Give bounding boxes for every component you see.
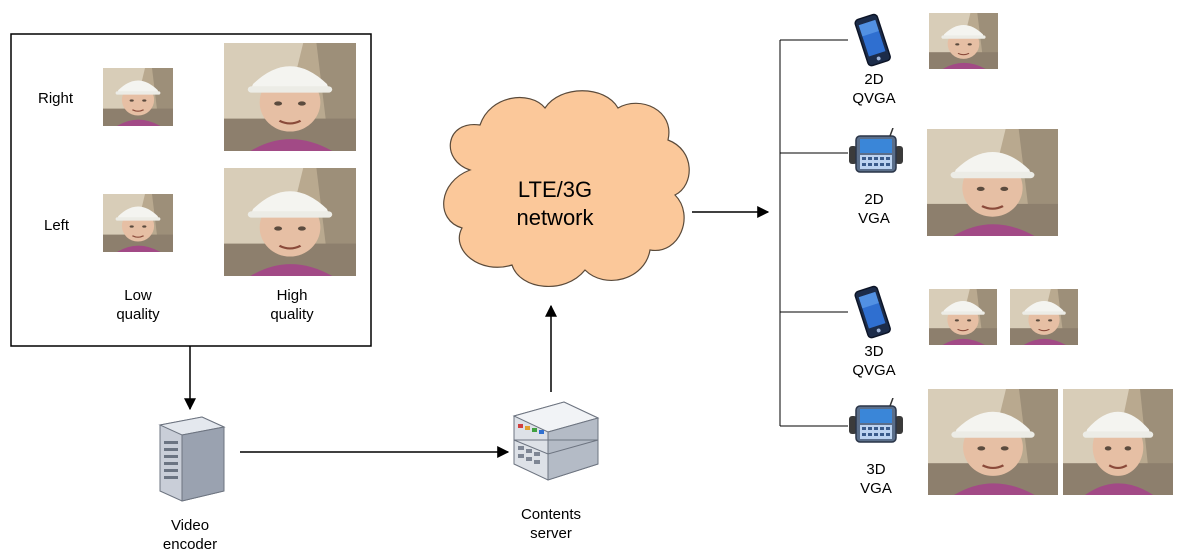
client-3d-vga-left-image (928, 389, 1058, 495)
client-3d-vga-label-line2: VGA (860, 480, 892, 497)
client-2d-qvga-label: 2D QVGA (842, 70, 906, 108)
row-label-left: Left (44, 217, 70, 234)
network-label-line2: network (516, 205, 594, 230)
video-encoder-icon (152, 413, 232, 503)
network-label: LTE/3G network (480, 176, 630, 232)
client-2d-vga-label-line2: VGA (858, 210, 890, 227)
client-2d-qvga-label-line1: 2D (864, 71, 884, 88)
contents-server-label-line2: server (530, 525, 572, 542)
right-low-quality-image (103, 68, 173, 126)
client-3d-qvga-label-line1: 3D (864, 343, 884, 360)
client-3d-vga-label: 3D VGA (846, 460, 906, 498)
video-encoder-label-line2: encoder (162, 536, 218, 553)
client-2d-vga-image (927, 129, 1058, 236)
client-distribution-bracket (779, 39, 848, 427)
client-2d-qvga-label-line2: QVGA (852, 90, 896, 107)
right-high-quality-image (224, 43, 356, 151)
column-label-high-quality: High quality (270, 287, 314, 323)
contents-server-label-line1: Contents (520, 506, 582, 523)
client-2d-vga-label: 2D VGA (844, 190, 904, 228)
client-3d-vga-right-image (1063, 389, 1173, 495)
row-label-right: Right (38, 90, 74, 107)
video-encoder-label-line1: Video (170, 517, 210, 534)
client-3d-qvga-right-image (1010, 289, 1078, 345)
video-encoder-label: Video encoder (142, 516, 238, 554)
network-label-line1: LTE/3G (517, 177, 593, 202)
column-label-low-quality: Low quality (116, 287, 160, 323)
left-high-quality-image (224, 168, 356, 276)
source-views-box (10, 33, 372, 347)
contents-server-icon (510, 396, 600, 484)
handheld-keyboard-device-icon (846, 128, 906, 178)
contents-server-label: Contents server (505, 505, 597, 543)
smartphone-icon (853, 12, 893, 70)
client-3d-qvga-label: 3D QVGA (842, 342, 906, 380)
client-3d-qvga-left-image (929, 289, 997, 345)
handheld-keyboard-device-icon (846, 398, 906, 448)
client-3d-qvga-label-line2: QVGA (852, 362, 896, 379)
network-cloud (443, 90, 690, 288)
client-3d-vga-label-line1: 3D (866, 461, 886, 478)
smartphone-icon (853, 284, 893, 342)
client-2d-vga-label-line1: 2D (864, 191, 884, 208)
client-2d-qvga-image (929, 13, 998, 69)
left-low-quality-image (103, 194, 173, 252)
